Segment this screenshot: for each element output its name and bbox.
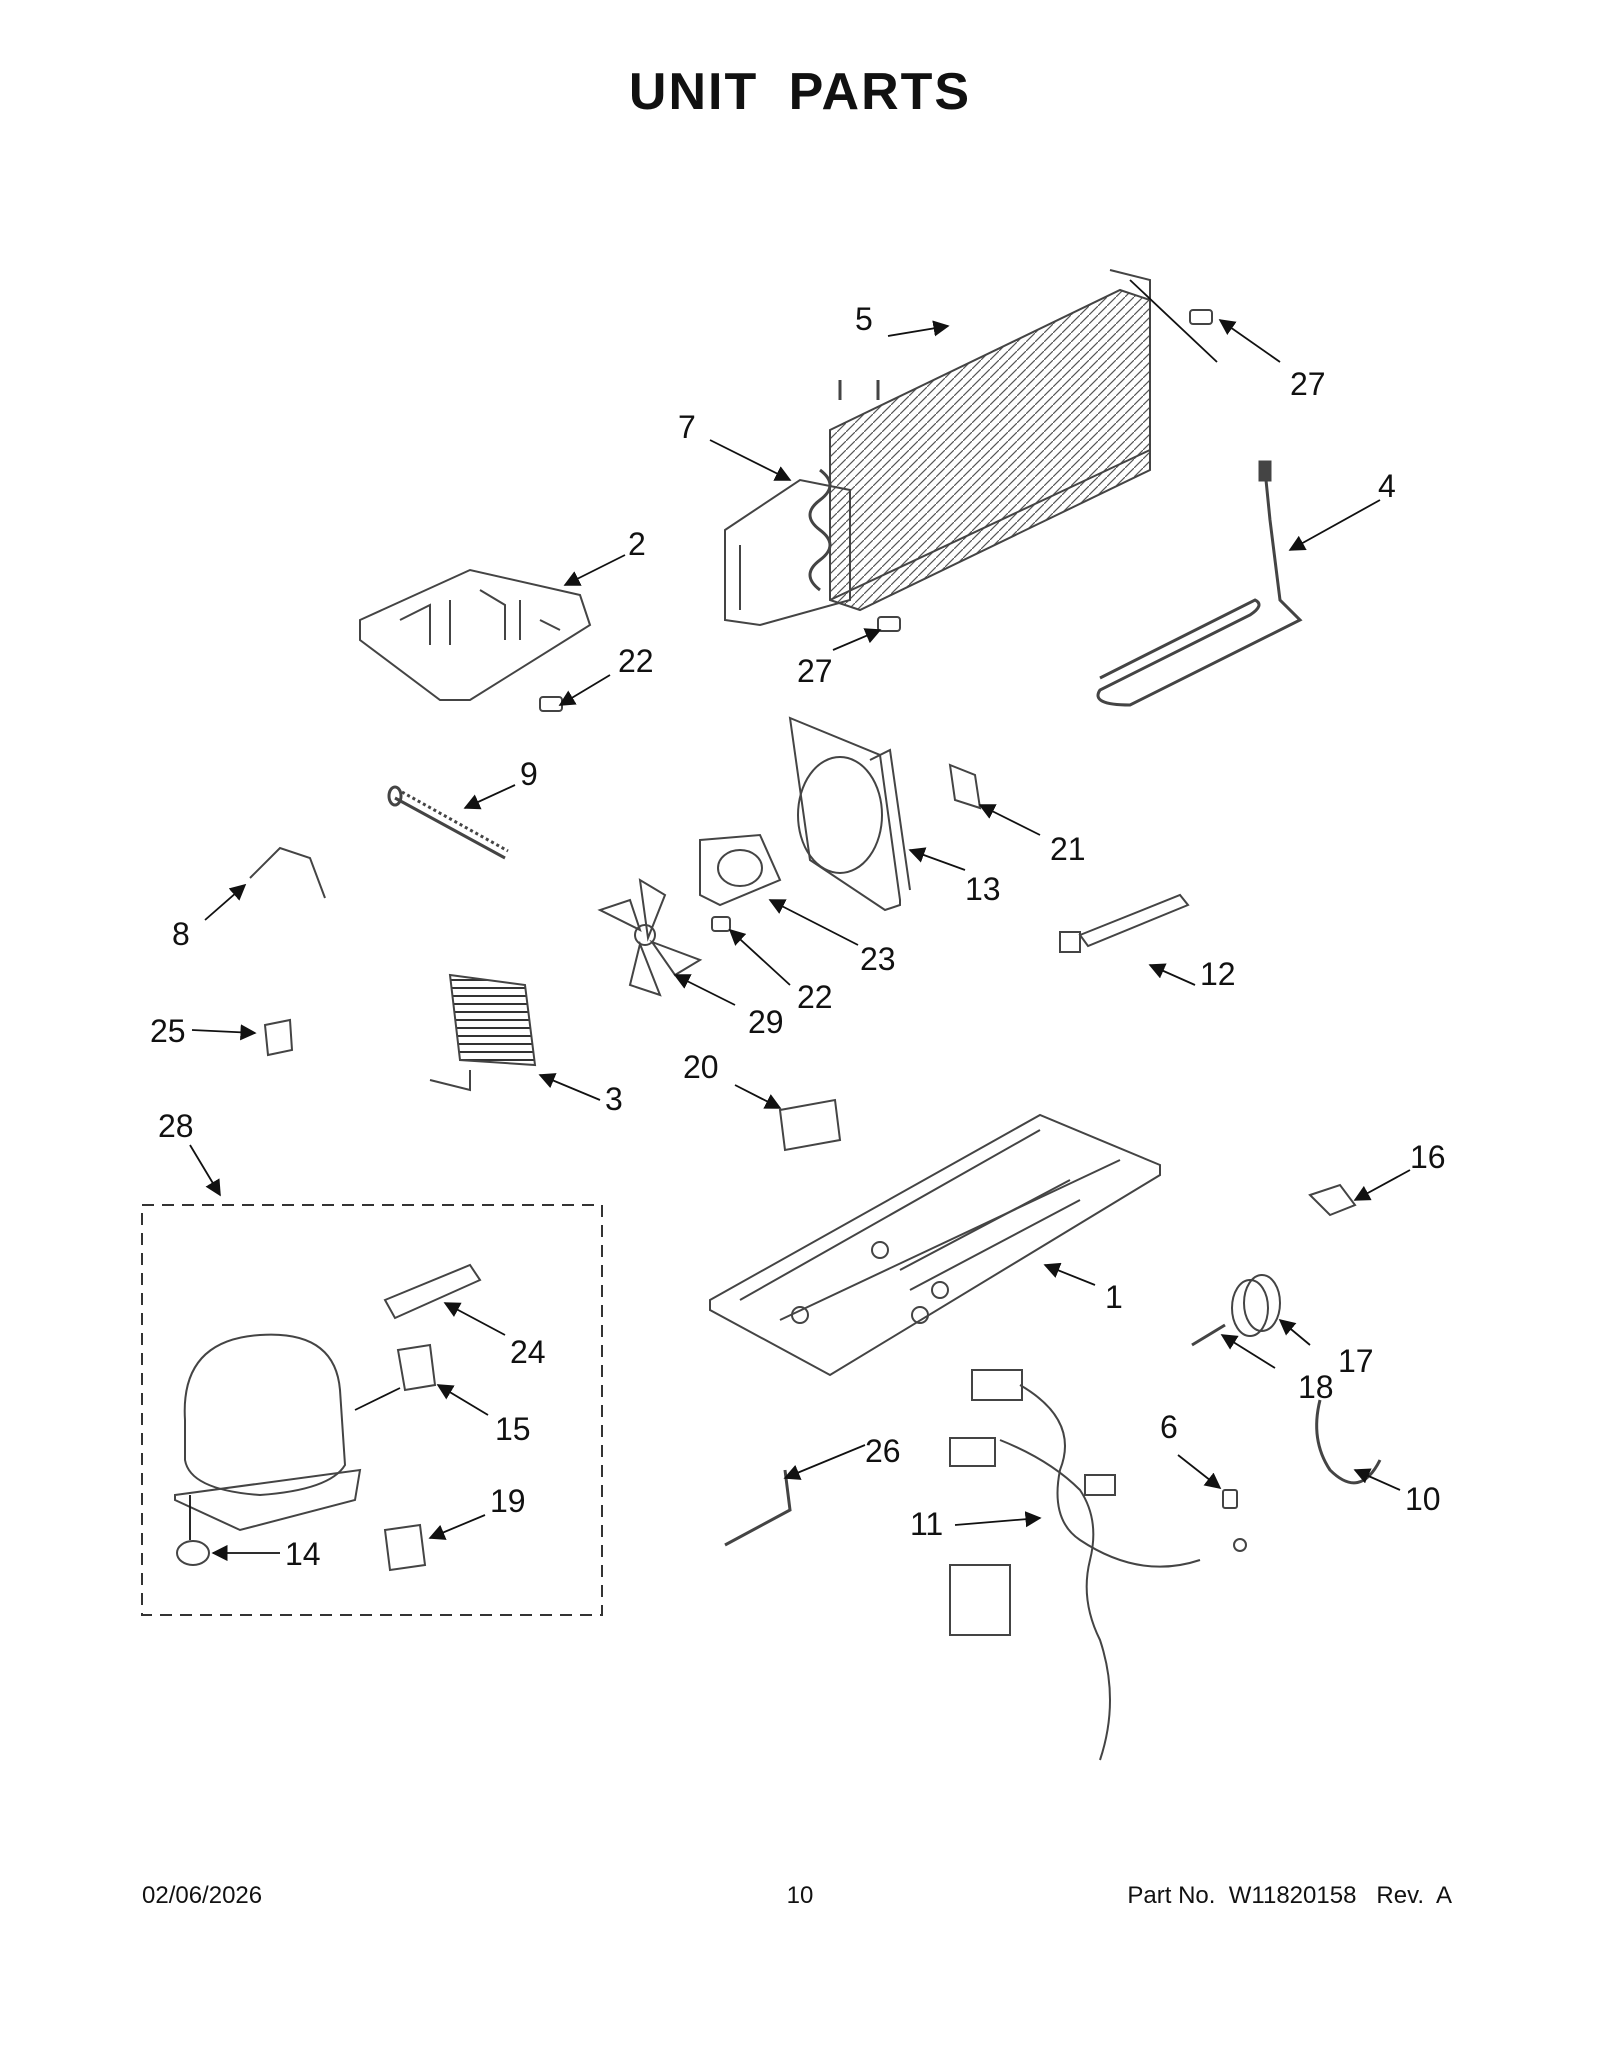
drier-part <box>383 1263 482 1320</box>
compressor-kit-group-box <box>141 1204 603 1616</box>
wire-bracket-part <box>249 846 326 899</box>
callout-6: 6 <box>1160 1409 1178 1445</box>
screw-part-27-top <box>1189 309 1213 325</box>
callout-22-upper: 22 <box>618 643 654 679</box>
callout-14: 14 <box>285 1536 321 1572</box>
tube-part-10 <box>1315 1399 1382 1485</box>
fan-blade-part <box>597 878 703 997</box>
screw-part-22-upper <box>539 696 563 712</box>
footer-date: 02/06/2026 <box>142 1882 263 1909</box>
pad-part <box>778 1098 842 1152</box>
footer-page-number: 10 <box>786 1882 814 1909</box>
cap-part <box>1308 1183 1357 1217</box>
screw-part-22-lower <box>711 916 731 932</box>
callout-13: 13 <box>965 871 1001 907</box>
relay-part <box>396 1343 437 1392</box>
callout-21: 21 <box>1050 831 1086 867</box>
callout-numbers: 1 2 3 4 5 6 7 8 9 10 11 12 13 14 15 16 1… <box>150 301 1446 1572</box>
callout-3: 3 <box>605 1081 623 1117</box>
callout-5: 5 <box>855 301 873 337</box>
callout-27-bottom: 27 <box>797 653 833 689</box>
fan-motor-part <box>699 833 782 907</box>
callout-19: 19 <box>490 1483 526 1519</box>
callout-17: 17 <box>1338 1343 1374 1379</box>
callout-25: 25 <box>150 1013 186 1049</box>
callout-23: 23 <box>860 941 896 977</box>
callout-10: 10 <box>1405 1481 1441 1517</box>
tube-part-26 <box>724 1469 792 1547</box>
callout-26: 26 <box>865 1433 901 1469</box>
callout-1: 1 <box>1105 1279 1123 1315</box>
fan-shroud-part <box>788 716 911 912</box>
callout-18: 18 <box>1298 1369 1334 1405</box>
leader-27-top <box>1129 279 1218 363</box>
grommet-part <box>1231 1274 1281 1337</box>
callout-20: 20 <box>683 1049 719 1085</box>
condenser-part <box>429 973 537 1092</box>
wire-harness-part <box>949 1369 1247 1761</box>
callout-16: 16 <box>1410 1139 1446 1175</box>
callout-12: 12 <box>1200 956 1236 992</box>
cable-tie-part <box>1059 893 1190 953</box>
callout-22-lower: 22 <box>797 979 833 1015</box>
page-title: UNIT PARTS <box>628 63 972 121</box>
clip-part <box>263 1018 294 1057</box>
compressor-part <box>174 1333 362 1566</box>
shaft-part <box>387 785 509 860</box>
callout-2: 2 <box>628 526 646 562</box>
callout-8: 8 <box>172 916 190 952</box>
evaporator-cover-part <box>724 478 851 627</box>
pin-part <box>1191 1323 1226 1347</box>
footer-part-number: Part No. W11820158 Rev. A <box>1127 1882 1452 1909</box>
compressor-base-plate-part <box>709 1113 1161 1377</box>
callout-11: 11 <box>910 1506 943 1542</box>
capacitor-part <box>383 1523 427 1572</box>
screw-part-27-bottom <box>877 616 901 632</box>
screw-part-6 <box>1222 1489 1238 1509</box>
callout-27-top: 27 <box>1290 366 1326 402</box>
callout-9: 9 <box>520 756 538 792</box>
callout-leaders <box>189 279 1411 1562</box>
evaporator-part <box>808 269 1151 612</box>
callout-15: 15 <box>495 1411 531 1447</box>
mounting-bracket-part <box>948 763 982 810</box>
callout-24: 24 <box>510 1334 546 1370</box>
callout-7: 7 <box>678 409 696 445</box>
callout-29: 29 <box>748 1004 784 1040</box>
defrost-heater-part <box>1096 460 1303 707</box>
callout-4: 4 <box>1378 468 1396 504</box>
callout-28: 28 <box>158 1108 194 1144</box>
control-housing-part <box>359 568 592 701</box>
